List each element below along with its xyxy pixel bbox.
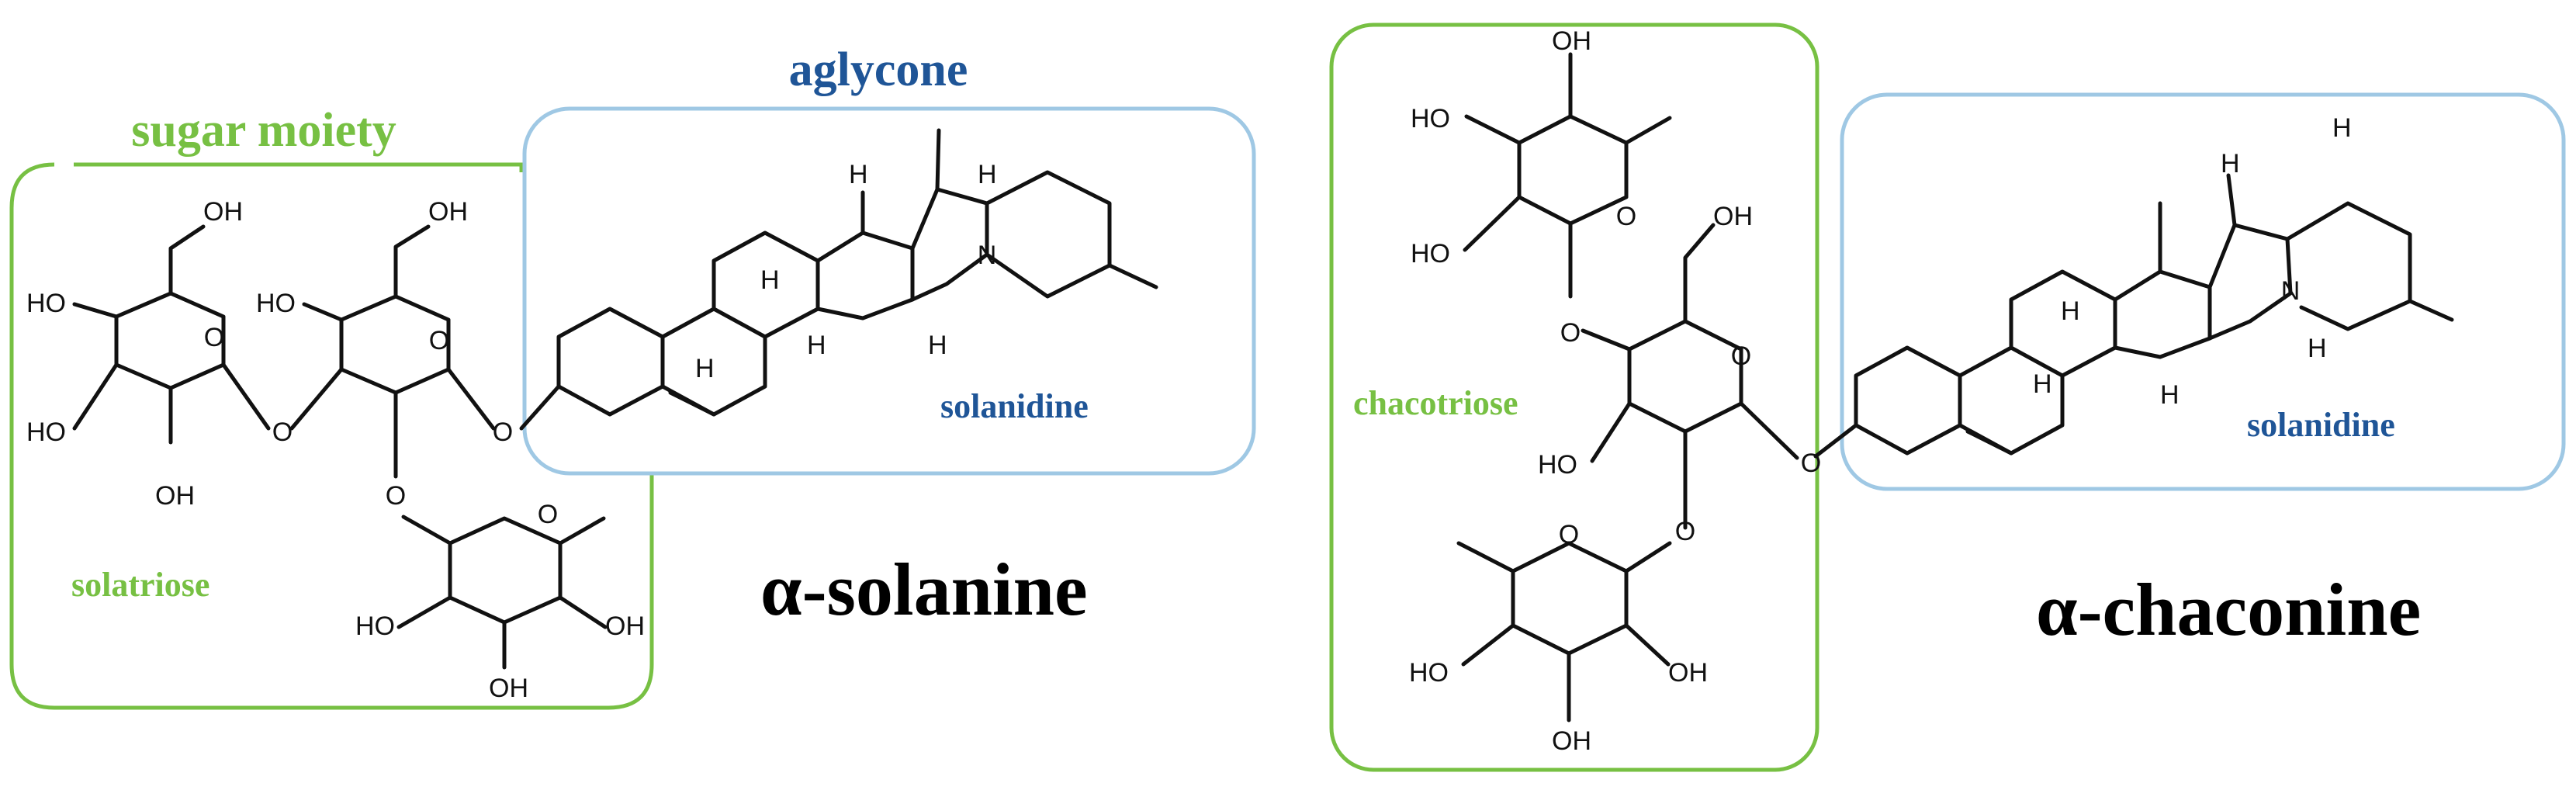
solanine-ho-2: HO xyxy=(26,418,66,447)
chaconine-oh-1: OH xyxy=(1552,26,1591,56)
chaconine-sugar-label: chacotriose xyxy=(1353,384,1518,422)
solanine-ho-3: HO xyxy=(256,289,296,318)
solanine-ring-o-2: O xyxy=(429,326,449,355)
solanine-structure: sugar moiety aglycone solatriose solanid… xyxy=(9,43,1256,710)
solanine-h-1: H xyxy=(849,160,868,189)
chaconine-ho-2: HO xyxy=(1411,239,1450,269)
solanine-link-o-3: O xyxy=(386,481,406,511)
solanine-ring-o-3: O xyxy=(538,500,558,529)
chaconine-h-5: H xyxy=(2160,380,2180,410)
solanine-link-o-2: O xyxy=(493,418,513,447)
chaconine-h-2: H xyxy=(2332,113,2352,143)
chaconine-oh-2: OH xyxy=(1713,202,1753,231)
chaconine-oh-4: OH xyxy=(1552,726,1591,756)
chaconine-glucose xyxy=(1581,223,1799,530)
solanine-oh-5: OH xyxy=(605,612,645,641)
solanine-glucose-1 xyxy=(72,224,271,445)
solanine-name: α-solanine xyxy=(760,548,1088,631)
solanine-aglycone-label: solanidine xyxy=(940,387,1089,425)
solanine-h-5: H xyxy=(928,331,947,360)
chaconine-ring-o-3: O xyxy=(1559,520,1579,549)
chaconine-ho-3: HO xyxy=(1538,450,1577,480)
solanine-h-6: H xyxy=(695,354,715,383)
solanine-sugar-box xyxy=(9,162,654,710)
solanine-rhamnose xyxy=(396,515,608,670)
solanine-solanidine-skeleton xyxy=(519,128,1158,431)
chaconine-link-o-3: O xyxy=(1801,449,1821,478)
chaconine-rhamnose-bottom xyxy=(1456,541,1672,722)
solanine-h-4: H xyxy=(807,331,826,360)
chaconine-link-o-2: O xyxy=(1675,517,1695,546)
solanine-ring-o-1: O xyxy=(204,323,224,352)
chaconine-solanidine-skeleton xyxy=(1813,173,2454,459)
solanine-sugar-header: sugar moiety xyxy=(131,104,396,157)
chaconine-h-6: H xyxy=(2308,334,2327,363)
solanine-aglycone-box xyxy=(522,106,1256,476)
chaconine-ring-o-1: O xyxy=(1616,202,1636,231)
solanine-oh-1: OH xyxy=(203,197,243,227)
chaconine-aglycone-box xyxy=(1840,92,2566,491)
chaconine-h-1: H xyxy=(2221,149,2240,178)
chaconine-structure: chacotriose solanidine α-chaconine xyxy=(1329,23,2566,772)
chaconine-oh-3: OH xyxy=(1668,658,1708,688)
solanine-h-2: H xyxy=(978,160,997,189)
solanine-n: N xyxy=(978,241,997,270)
solanine-h-3: H xyxy=(760,265,780,295)
solanine-aglycone-header: aglycone xyxy=(789,43,968,96)
chaconine-name: α-chaconine xyxy=(2036,568,2421,651)
chaconine-h-4: H xyxy=(2033,369,2052,399)
chaconine-ho-1: HO xyxy=(1411,104,1450,133)
chaconine-ho-4: HO xyxy=(1409,658,1449,688)
solanine-oh-4: OH xyxy=(489,674,528,703)
chaconine-link-o-1: O xyxy=(1560,318,1581,348)
chaconine-h-3: H xyxy=(2061,296,2080,326)
solanine-sugar-label: solatriose xyxy=(71,566,209,604)
solanine-ho-1: HO xyxy=(26,289,66,318)
chaconine-rhamnose-top xyxy=(1463,52,1672,299)
chaconine-aglycone-label: solanidine xyxy=(2247,406,2395,444)
solanine-oh-2: OH xyxy=(155,481,195,511)
solanine-oh-3: OH xyxy=(428,197,468,227)
solanine-ho-4: HO xyxy=(355,612,395,641)
solanine-glucose-2 xyxy=(289,224,496,479)
chaconine-ring-o-2: O xyxy=(1731,341,1751,371)
chaconine-sugar-box xyxy=(1329,23,1819,772)
chaconine-n: N xyxy=(2281,276,2301,306)
solanine-link-o-1: O xyxy=(272,418,293,447)
